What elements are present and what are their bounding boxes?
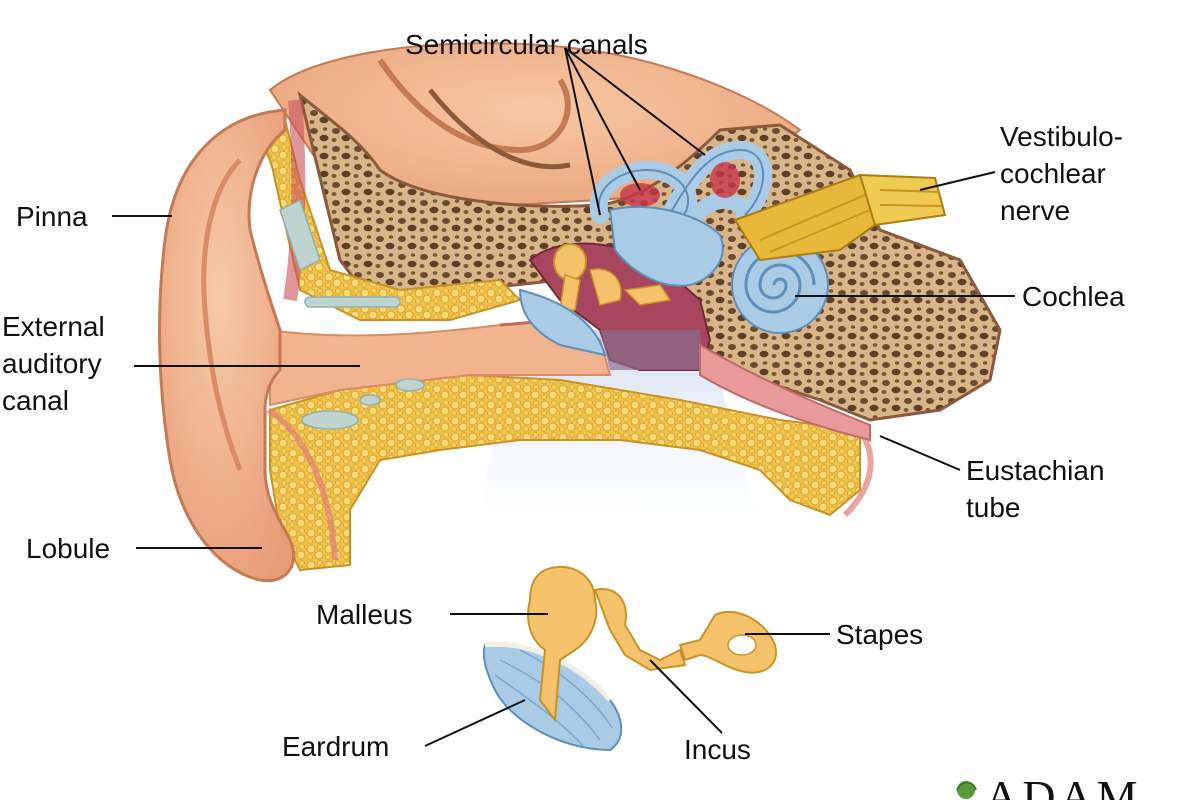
magnified-ossicles [482, 565, 777, 752]
leader-vestibulocochlear [919, 171, 996, 191]
label-external-auditory-canal: External auditory canal [2, 308, 105, 419]
label-external-line-2: auditory [2, 348, 102, 379]
leader-eardrum [424, 699, 526, 747]
canal-lumen [269, 318, 612, 407]
label-vestibulocochlear-line-2: cochlear [1000, 158, 1106, 189]
label-cochlea: Cochlea [1022, 281, 1125, 312]
label-eustachian-line-2: tube [966, 492, 1021, 523]
label-vestibulocochlear-nerve: Vestibulo- cochlear nerve [1000, 118, 1123, 229]
label-eustachian-tube: Eustachian tube [966, 452, 1105, 526]
malleus-shape [527, 565, 598, 723]
leader-eustachian [879, 435, 961, 471]
eardrum-in-situ [518, 288, 607, 357]
label-eustachian-line-1: Eustachian [966, 455, 1105, 486]
leader-lines [112, 47, 1015, 747]
label-eardrum: Eardrum [282, 731, 390, 762]
eustachian-tube-shape [699, 343, 871, 442]
label-vestibulocochlear-line-1: Vestibulo- [1000, 121, 1123, 152]
leader-incus [649, 659, 723, 734]
leader-semicircular-3 [564, 47, 706, 156]
fatty-tissue-lower [269, 373, 861, 572]
leader-semicircular-2 [564, 47, 641, 191]
label-incus: Incus [684, 734, 751, 765]
adam-logo: ADAM [956, 771, 1142, 800]
logo-text: ADAM [985, 771, 1142, 800]
vestibulocochlear-nerve-shape [733, 173, 947, 262]
label-lobule: Lobule [26, 533, 111, 564]
label-malleus: Malleus [316, 599, 413, 630]
label-semicircular-canals: Semicircular canals [405, 29, 648, 60]
label-external-line-1: External [2, 311, 105, 342]
label-vestibulocochlear-line-3: nerve [1000, 195, 1071, 226]
label-external-line-3: canal [2, 385, 69, 416]
incus-shape [593, 588, 687, 672]
label-pinna: Pinna [16, 201, 88, 232]
leader-semicircular-1 [564, 47, 601, 216]
label-stapes: Stapes [836, 619, 924, 650]
pinna-shape [158, 108, 296, 583]
